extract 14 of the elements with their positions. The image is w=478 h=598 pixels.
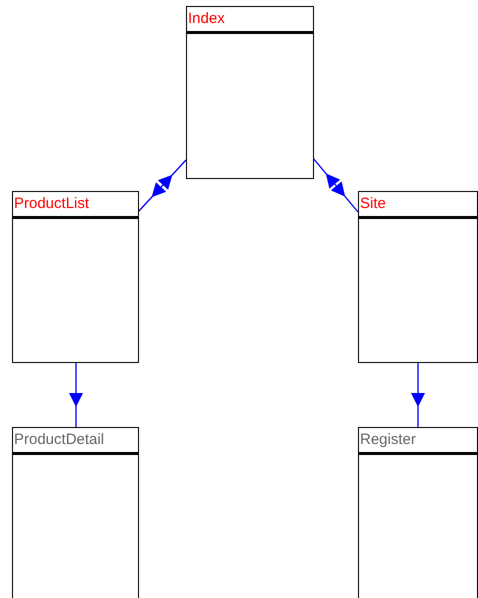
class-title: Index (187, 7, 313, 34)
class-box (12, 191, 139, 363)
connector-arrow (69, 363, 83, 427)
class-title: Register (359, 428, 477, 455)
class-box (358, 191, 478, 363)
connector-arrow (138, 160, 186, 212)
class-box (358, 427, 478, 598)
connector-arrow (312, 158, 358, 212)
class-title: ProductDetail (13, 428, 138, 455)
class-box (12, 427, 139, 598)
class-title: Site (359, 192, 477, 219)
class-box (186, 6, 314, 179)
class-title: ProductList (13, 192, 138, 219)
connector-arrow (411, 363, 425, 427)
